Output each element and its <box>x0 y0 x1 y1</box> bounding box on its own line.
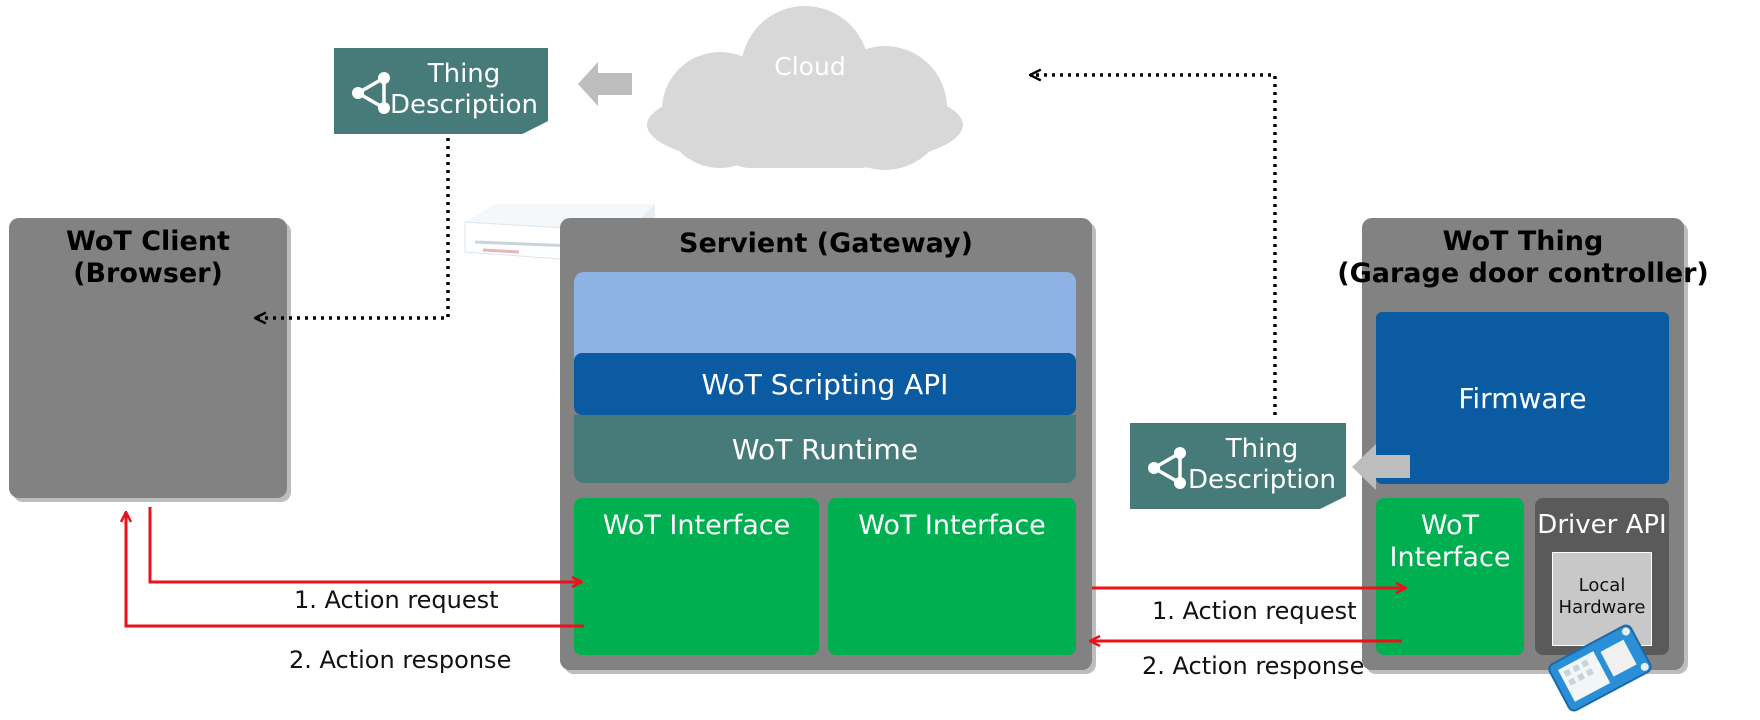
wot-thing-title: WoT Thing (Garage door controller) <box>1337 226 1709 289</box>
scripting-api-block: WoT Scripting API <box>574 353 1076 415</box>
right-response-label: 2. Action response <box>1142 652 1365 680</box>
gateway-interface-left: WoT Interface <box>574 498 819 655</box>
gateway-interface-right: WoT Interface <box>828 498 1076 655</box>
gateway-interface-left-label: WoT Interface <box>602 510 791 541</box>
gateway-interface-right-label: WoT Interface <box>858 510 1046 541</box>
runtime-block: WoT Runtime <box>574 415 1076 483</box>
wot-client-panel: WoT Client (Browser) <box>9 218 287 498</box>
thing-interface-block: WoT Interface <box>1376 498 1524 655</box>
left-request-arrow <box>148 507 582 582</box>
sensor-board-icon <box>1540 620 1660 716</box>
share-icon <box>348 70 396 120</box>
cloud-to-td-arrow <box>578 62 632 106</box>
left-request-label: 1. Action request <box>294 586 499 614</box>
wot-client-title: WoT Client (Browser) <box>66 226 230 289</box>
td-to-client-arrow <box>255 138 450 318</box>
td-to-cloud-arrow <box>1030 75 1277 415</box>
thing-description-top: Thing Description <box>334 48 548 134</box>
gateway-title: Servient (Gateway) <box>679 228 973 259</box>
firmware-block: Firmware <box>1376 312 1669 484</box>
thing-interface-label: WoT Interface <box>1389 510 1511 573</box>
left-response-label: 2. Action response <box>289 646 512 674</box>
driver-api-label: Driver API <box>1537 510 1667 540</box>
thing-description-label: Thing Description <box>389 59 539 120</box>
firmware-label: Firmware <box>1458 381 1587 415</box>
firmware-to-td-arrow <box>1352 444 1410 490</box>
local-hardware-block: Local Hardware <box>1552 552 1652 646</box>
driver-api-block: Driver API Local Hardware <box>1535 498 1669 655</box>
right-request-label: 1. Action request <box>1152 597 1357 625</box>
local-hardware-label: Local Hardware <box>1558 575 1646 618</box>
share-icon <box>1144 445 1192 495</box>
cloud: Cloud <box>640 0 980 175</box>
scripting-api-label: WoT Scripting API <box>701 367 949 401</box>
cloud-icon <box>647 6 963 170</box>
gateway-panel: Servient (Gateway) WoT Scripting API WoT… <box>560 218 1092 670</box>
left-response-arrow <box>126 512 584 628</box>
runtime-label: WoT Runtime <box>731 432 919 466</box>
thing-description-right: Thing Description <box>1130 423 1346 509</box>
cloud-label: Cloud <box>774 52 846 81</box>
thing-description-label: Thing Description <box>1187 434 1337 495</box>
wot-thing-panel: WoT Thing (Garage door controller) Firmw… <box>1337 218 1709 670</box>
